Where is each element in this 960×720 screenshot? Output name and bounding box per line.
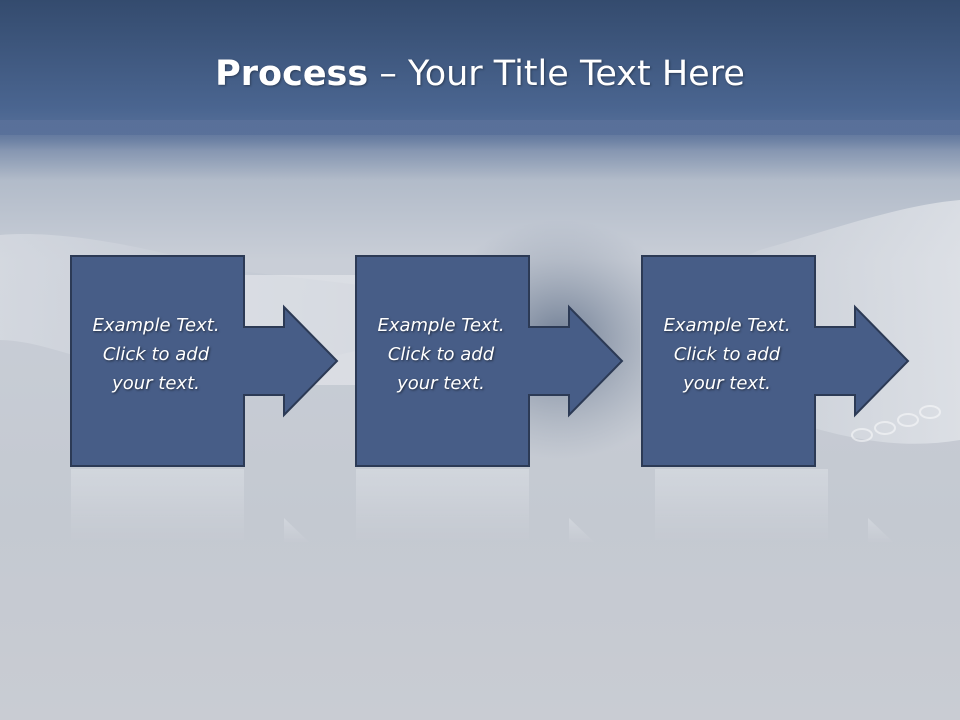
step-text-line-3: your text. — [112, 373, 200, 394]
process-step-2[interactable]: Example Text. Click to add your text. — [355, 255, 700, 467]
step-3-reflection — [655, 469, 894, 543]
step-2-reflection — [356, 469, 595, 543]
step-text-line-1: Example Text. — [663, 315, 791, 336]
step-text-line-1: Example Text. — [377, 315, 505, 336]
process-step-1-text[interactable]: Example Text. Click to add your text. — [70, 311, 242, 398]
step-text-line-1: Example Text. — [92, 315, 220, 336]
arrow-right-icon — [70, 255, 339, 467]
step-text-line-2: Click to add — [102, 344, 210, 365]
step-1-reflection — [71, 469, 310, 543]
process-step-3[interactable]: Example Text. Click to add your text. — [641, 255, 960, 467]
slide-title-rest: – Your Title Text Here — [368, 54, 745, 94]
process-step-1[interactable]: Example Text. Click to add your text. — [70, 255, 415, 467]
arrow-right-icon — [355, 255, 624, 467]
step-text-line-2: Click to add — [387, 344, 495, 365]
step-text-line-2: Click to add — [673, 344, 781, 365]
process-step-3-text[interactable]: Example Text. Click to add your text. — [641, 311, 813, 398]
step-text-line-3: your text. — [397, 373, 485, 394]
step-text-line-3: your text. — [683, 373, 771, 394]
slide-title-bold: Process — [215, 54, 369, 94]
process-step-2-text[interactable]: Example Text. Click to add your text. — [355, 311, 527, 398]
title-bar — [0, 0, 960, 135]
slide-title[interactable]: Process – Your Title Text Here — [0, 52, 960, 96]
arrow-right-icon — [641, 255, 910, 467]
title-bar-fade — [0, 120, 960, 180]
